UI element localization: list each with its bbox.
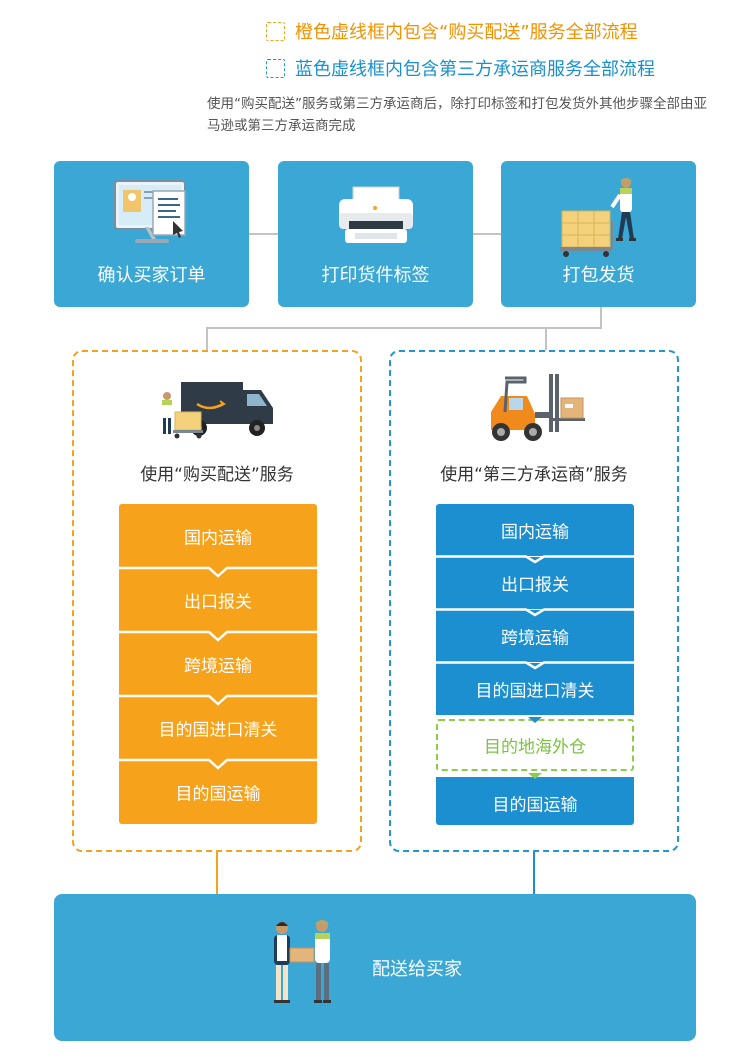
flow-separators xyxy=(119,566,317,770)
connector-amazon-to-buyer xyxy=(216,852,218,894)
connector-to-third xyxy=(545,327,547,350)
forklift-icon xyxy=(479,372,589,448)
connector-step1-step2 xyxy=(249,233,278,235)
orange-dashed-swatch xyxy=(266,21,285,41)
flow-step-domestic: 国内运输 xyxy=(436,504,634,556)
step-print-label: 打印货件标签 xyxy=(278,161,473,307)
flow-step-overseas-warehouse: 目的地海外仓 xyxy=(436,719,634,771)
flow-step-domestic: 国内运输 xyxy=(184,528,252,549)
connector-third-to-buyer xyxy=(533,852,535,894)
third-party-flow: 国内运输 出口报关 跨境运输 目的国进口清关 目的地海外仓 目的国运输 xyxy=(436,504,634,825)
connector-horizontal xyxy=(206,327,602,329)
flow-step-export-customs: 出口报关 xyxy=(436,557,634,609)
buy-shipping-title: 使用“购买配送”服务 xyxy=(140,465,294,485)
connector-to-amazon xyxy=(206,327,208,350)
printer-icon xyxy=(335,185,417,251)
third-party-title: 使用“第三方承运商”服务 xyxy=(440,465,628,485)
legend-orange: 橙色虚线框内包含“购买配送”服务全部流程 xyxy=(266,18,638,44)
buy-shipping-service-box: 使用“购买配送”服务 国内运输 出口报关 跨境运输 目的国进口清关 目的国运输 xyxy=(72,350,362,852)
explanatory-note: 使用“购买配送”服务或第三方承运商后，除打印标签和打包发货外其他步骤全部由亚马逊… xyxy=(207,96,707,134)
buy-shipping-flow: 国内运输 出口报关 跨境运输 目的国进口清关 目的国运输 xyxy=(119,504,317,824)
blue-dashed-swatch xyxy=(266,58,285,78)
step-print-label-text: 打印货件标签 xyxy=(321,265,430,286)
step-confirm-order: 确认买家订单 xyxy=(54,161,249,307)
flow-step-cross-border: 跨境运输 xyxy=(436,610,634,662)
third-party-service-box: 使用“第三方承运商”服务 国内运输 出口报关 跨境运输 目的国进口清关 目的地海… xyxy=(389,350,679,852)
delivery-van-icon xyxy=(157,372,277,446)
legend-orange-text: 橙色虚线框内包含“购买配送”服务全部流程 xyxy=(295,22,638,43)
step-pack-ship: 打包发货 xyxy=(501,161,696,307)
connector-pack-down xyxy=(600,307,602,328)
flow-step-destination-transport: 目的国运输 xyxy=(436,777,634,825)
handover-package-icon xyxy=(264,918,344,1014)
step-pack-label: 打包发货 xyxy=(562,265,635,286)
step-confirm-label: 确认买家订单 xyxy=(97,265,206,286)
flow-step-export-customs: 出口报关 xyxy=(184,592,252,613)
flow-step-import-customs: 目的国进口清关 xyxy=(158,720,278,741)
deliver-to-buyer-label: 配送给买家 xyxy=(372,959,462,980)
flow-step-cross-border: 跨境运输 xyxy=(184,656,252,677)
legend-blue-text: 蓝色虚线框内包含第三方承运商服务全部流程 xyxy=(295,59,655,80)
worker-pallet-icon xyxy=(556,177,642,263)
legend-blue: 蓝色虚线框内包含第三方承运商服务全部流程 xyxy=(266,55,655,81)
monitor-order-icon xyxy=(107,177,197,253)
deliver-to-buyer-card: 配送给买家 xyxy=(54,894,696,1041)
flow-step-destination-transport: 目的国运输 xyxy=(175,784,261,805)
flow-step-import-customs: 目的国进口清关 xyxy=(436,663,634,715)
connector-step2-step3 xyxy=(473,233,501,235)
